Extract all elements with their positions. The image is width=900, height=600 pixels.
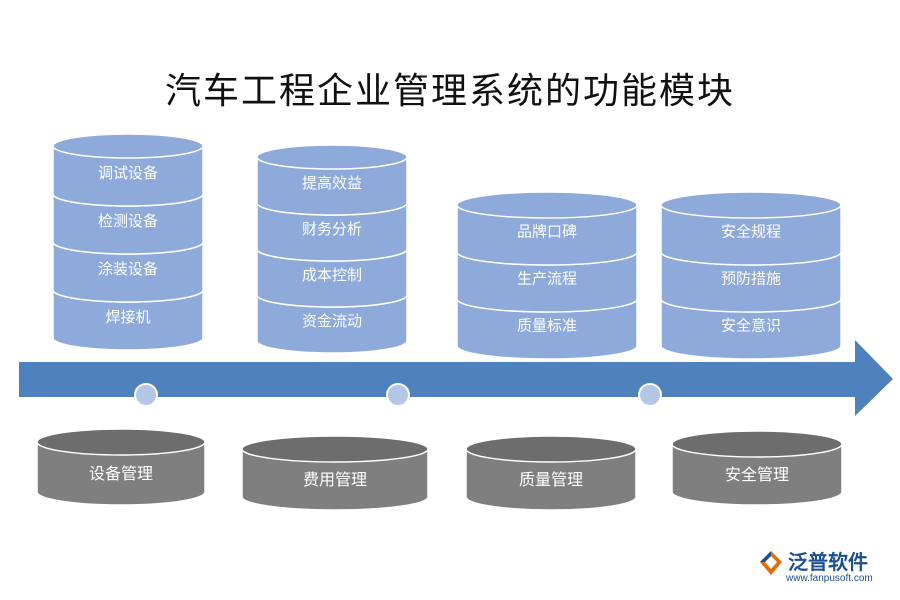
base-body [36,441,206,506]
stack-item-label: 成本控制 [302,266,362,284]
module-base-label: 费用管理 [303,470,367,489]
stack-item-label: 质量标准 [517,317,577,335]
module-base-3: 质量管理 [465,435,637,511]
page-title: 汽车工程企业管理系统的功能模块 [164,71,735,112]
module-stack-4: 安全意识 预防措施 安全规程 [660,191,842,360]
stack-segment: 调试设备 [52,133,204,207]
stack-segment-body [660,251,842,313]
stack-item-label: 生产流程 [517,270,577,288]
stack-item-label: 提高效益 [302,174,362,192]
brand-name: 泛普软件 [788,550,868,574]
brand-logo: 泛普软件 www.fanpusoft.com [756,546,886,590]
stack-segment: 品牌口碑 [456,191,638,266]
stack-item-label: 检测设备 [98,212,158,230]
stack-item-label: 安全意识 [721,317,781,335]
stack-item-label: 预防措施 [721,270,781,288]
stack-segment-body [52,193,204,255]
stack-segment-body [456,298,638,360]
stack-segment-body [256,294,408,354]
module-bases: 设备管理 费用管理 质量管理 安全管理 [36,428,843,511]
stack-segment-top [660,191,842,219]
stack-segment-body [52,145,204,207]
module-base-4: 安全管理 [671,430,843,506]
base-top [241,435,429,463]
base-body [671,443,843,506]
stack-segment-body [256,202,408,262]
stack-segment-top [52,133,204,159]
base-body [241,448,429,511]
stack-segment-body [256,248,408,308]
stack-segment-body [52,241,204,303]
stack-item-label: 安全规程 [721,223,781,241]
stack-segment-body [256,156,408,216]
stack-segment-body [456,204,638,266]
stack-item-label: 涂装设备 [98,260,158,278]
stack-segment-top [456,191,638,219]
timeline-dot [638,383,662,407]
stack-segment-top [256,144,408,170]
module-base-label: 安全管理 [725,465,789,484]
module-stack-1: 焊接机 涂装设备 检测设备 调试设备 [52,133,204,351]
module-base-label: 质量管理 [519,470,583,489]
stack-segment-body [660,298,842,360]
stack-item-label: 调试设备 [98,164,158,182]
stack-segment: 提高效益 [256,144,408,216]
stack-segment-body [660,204,842,266]
stack-item-label: 财务分析 [302,220,362,238]
stack-item-label: 品牌口碑 [517,223,577,241]
stack-segment-body [456,251,638,313]
module-stack-3: 质量标准 生产流程 品牌口碑 [456,191,638,360]
module-base-1: 设备管理 [36,428,206,506]
base-body [465,448,637,511]
stack-segment-body [52,289,204,351]
module-stack-2: 资金流动 成本控制 财务分析 提高效益 [256,144,408,354]
base-top [36,428,206,456]
stack-item-label: 焊接机 [105,308,150,326]
brand-url: www.fanpusoft.com [786,573,873,584]
base-top [465,435,637,463]
module-base-2: 费用管理 [241,435,429,511]
timeline-dot [386,383,410,407]
stack-item-label: 资金流动 [302,312,362,330]
timeline-dot [134,383,158,407]
fanpu-logo-icon [760,551,782,575]
timeline-arrow-group [19,340,893,416]
stack-segment: 安全规程 [660,191,842,266]
timeline-arrow [19,340,893,416]
base-top [671,430,843,458]
module-base-label: 设备管理 [89,464,153,483]
